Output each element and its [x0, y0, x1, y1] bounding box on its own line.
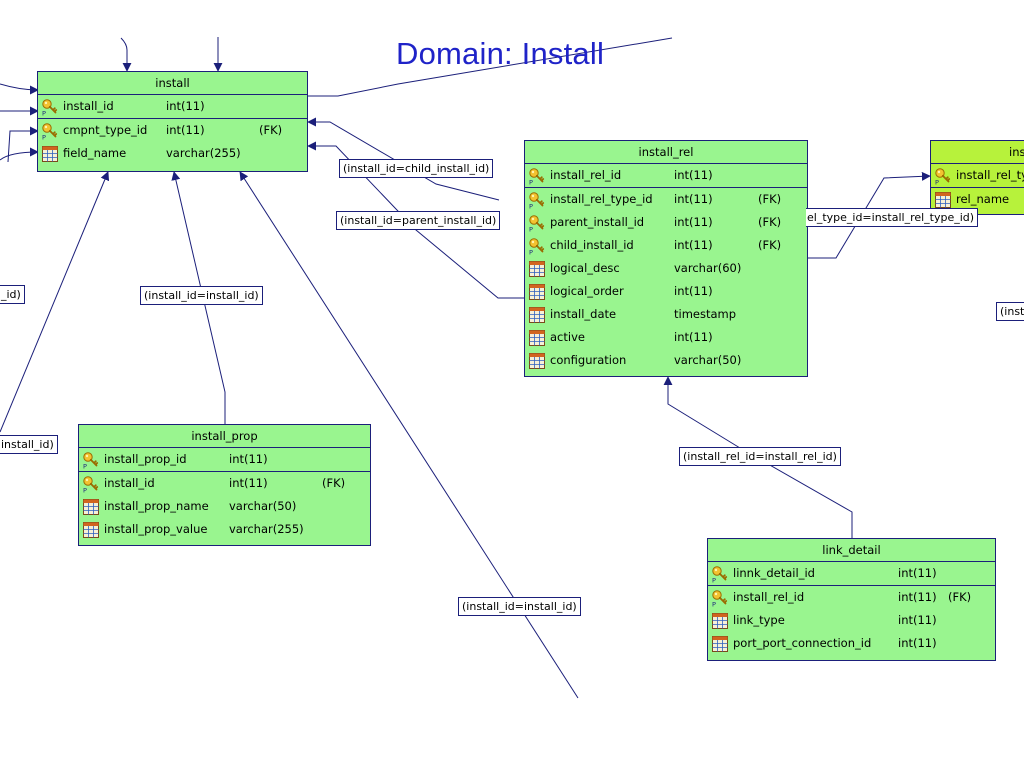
- entity-column: link_type int(11): [708, 609, 995, 632]
- relationship-label: install_id): [0, 435, 58, 454]
- relationship-label: (install_id=install_id): [140, 286, 263, 305]
- entity-column: logical_order int(11): [525, 280, 807, 303]
- svg-text:P: P: [529, 249, 533, 256]
- svg-text:P: P: [83, 463, 87, 470]
- key-icon: P: [528, 214, 546, 234]
- key-icon: P: [528, 167, 546, 187]
- entity-column: P child_install_id int(11) (FK): [528, 237, 782, 257]
- entity-install-rel-type[interactable]: ins P install_rel_ty rel_name: [930, 140, 1024, 215]
- entity-title: ins: [931, 141, 1024, 164]
- relationship-label: (install_id=child_install_id): [339, 159, 494, 178]
- entity-column: logical_desc varchar(60): [525, 257, 807, 280]
- relationship-label: (install_id=parent_install_id): [336, 211, 501, 230]
- key-icon: P: [41, 98, 59, 118]
- entity-column: P install_rel_type_id int(11) (FK): [525, 187, 807, 211]
- entity-link-detail[interactable]: link_detail P linnk_detail_id int(11) P …: [707, 538, 996, 661]
- top-link-1: [120, 37, 132, 72]
- key-icon: P: [82, 475, 100, 495]
- entity-title: link_detail: [708, 539, 995, 562]
- entity-install-rel[interactable]: install_rel P install_rel_id int(11) P i…: [524, 140, 808, 377]
- entity-column: rel_name: [931, 187, 1024, 211]
- entity-title: install_prop: [79, 425, 370, 448]
- key-icon: P: [711, 565, 729, 585]
- left-install-link: [0, 171, 110, 433]
- entity-column: P install_rel_id int(11): [528, 167, 713, 187]
- key-icon: P: [711, 589, 729, 609]
- svg-text:P: P: [83, 487, 87, 494]
- left-link-3: [7, 126, 39, 163]
- entity-column: port_port_connection_id int(11): [708, 632, 995, 655]
- entity-title: install: [38, 72, 307, 95]
- entity-column: P cmpnt_type_id int(11) (FK): [38, 118, 307, 142]
- entity-column: P install_prop_id int(11): [82, 451, 268, 471]
- entity-column: P parent_install_id int(11) (FK): [528, 214, 782, 234]
- entity-title: install_rel: [525, 141, 807, 164]
- key-icon: P: [528, 237, 546, 257]
- column-icon: [82, 498, 100, 516]
- relationship-label: el_type_id=install_rel_type_id): [806, 208, 979, 227]
- entity-column: install_prop_value varchar(255): [79, 518, 370, 541]
- svg-text:P: P: [42, 134, 46, 141]
- column-icon: [41, 145, 59, 163]
- column-icon: [528, 306, 546, 324]
- entity-column: P install_id int(11) (FK): [79, 471, 370, 495]
- svg-text:P: P: [712, 601, 716, 608]
- entity-install[interactable]: install P install_id int(11) P cmpnt_typ…: [37, 71, 308, 172]
- relationship-label: (install_id=install_id): [458, 597, 581, 616]
- entity-column: install_prop_name varchar(50): [79, 495, 370, 518]
- relationship-label: (install_rel_id=install_rel_id): [679, 447, 841, 466]
- relationship-label: _id): [0, 285, 25, 304]
- column-icon: [711, 635, 729, 653]
- column-icon: [82, 521, 100, 539]
- svg-text:P: P: [529, 179, 533, 186]
- install-prop-link: [171, 171, 226, 424]
- page-title: Domain: Install: [396, 36, 605, 71]
- entity-column: install_date timestamp: [525, 303, 807, 326]
- child-install-link: [307, 117, 500, 201]
- column-icon: [528, 329, 546, 347]
- column-icon: [528, 352, 546, 370]
- key-icon: P: [82, 451, 100, 471]
- left-link-4: [0, 147, 39, 161]
- entity-column: field_name varchar(255): [38, 142, 307, 165]
- entity-column: active int(11): [525, 326, 807, 349]
- entity-column: P install_rel_id int(11) (FK): [708, 585, 995, 609]
- entity-column: P install_rel_ty: [934, 167, 1024, 187]
- column-icon: [711, 612, 729, 630]
- svg-text:P: P: [529, 226, 533, 233]
- top-right-link: [308, 37, 673, 97]
- svg-text:P: P: [42, 110, 46, 117]
- relationship-label: (inst: [996, 302, 1024, 321]
- column-icon: [528, 260, 546, 278]
- svg-text:P: P: [529, 203, 533, 210]
- svg-text:P: P: [712, 577, 716, 584]
- entity-column: P linnk_detail_id int(11): [711, 565, 937, 585]
- left-link-1: [0, 83, 39, 95]
- key-icon: P: [528, 191, 546, 211]
- parent-install-link: [307, 141, 524, 299]
- entity-install-prop[interactable]: install_prop P install_prop_id int(11) P…: [78, 424, 371, 546]
- entity-column: P install_id int(11): [41, 98, 205, 118]
- key-icon: P: [41, 122, 59, 142]
- key-icon: P: [934, 167, 952, 187]
- svg-text:P: P: [935, 179, 939, 186]
- column-icon: [934, 191, 952, 209]
- entity-column: configuration varchar(50): [525, 349, 807, 372]
- column-icon: [528, 283, 546, 301]
